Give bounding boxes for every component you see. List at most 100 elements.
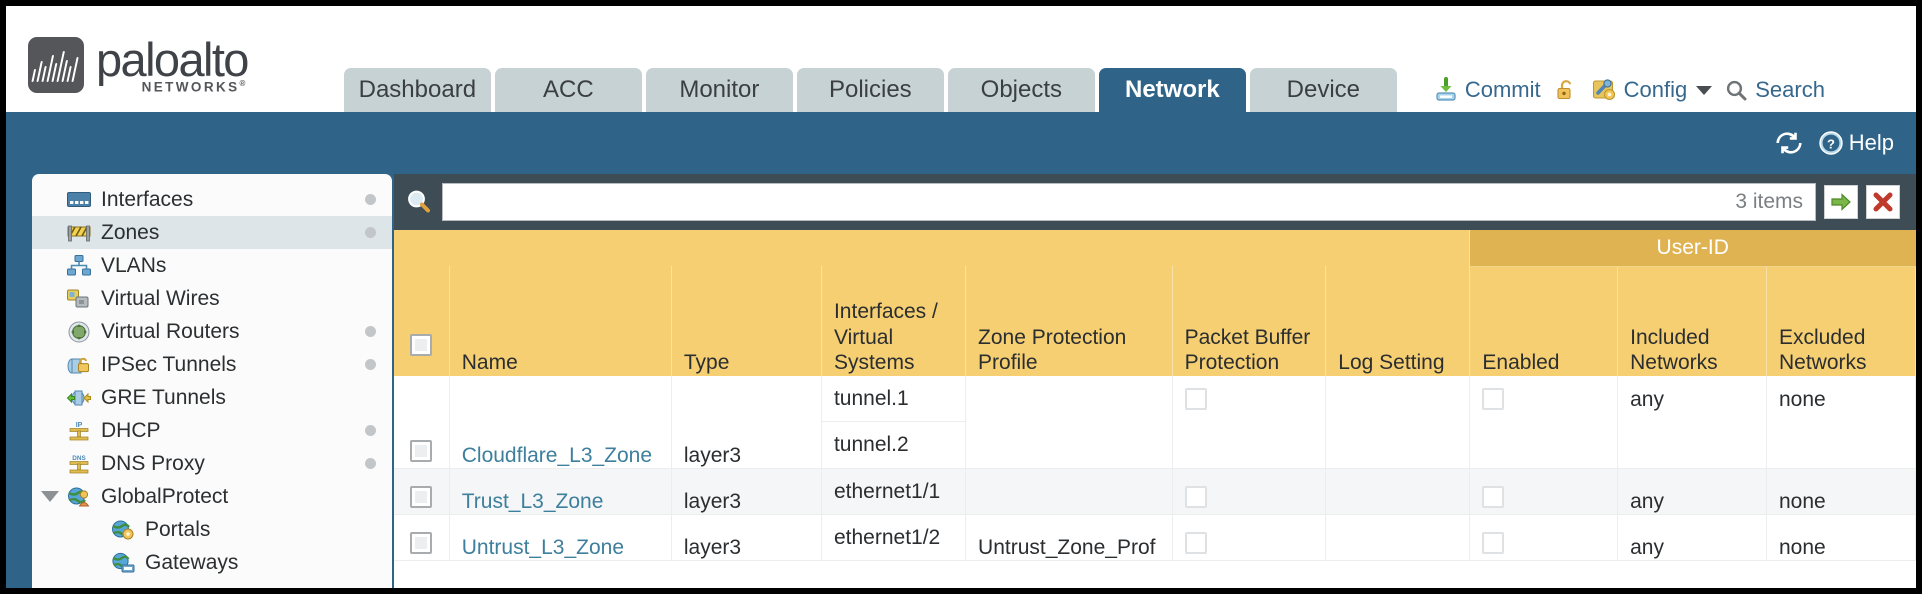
- sidebar-item-gre-tunnels[interactable]: GRE Tunnels: [32, 381, 392, 414]
- cell-name[interactable]: Trust_L3_Zone: [449, 468, 672, 515]
- unlock-icon[interactable]: [1553, 77, 1579, 103]
- cell-excluded-networks: none: [1766, 514, 1916, 561]
- help-icon: ?: [1819, 131, 1843, 155]
- svg-text:?: ?: [1827, 136, 1835, 151]
- sidebar-item-dns-proxy[interactable]: DNS DNS Proxy: [32, 447, 392, 480]
- tab-objects-label: Objects: [980, 76, 1063, 103]
- table-row[interactable]: Cloudflare_L3_Zone layer3 tunnel.1 tunne…: [394, 376, 1916, 469]
- tab-monitor-label: Monitor: [679, 76, 760, 103]
- column-header-included-networks[interactable]: Included Networks: [1617, 266, 1767, 376]
- filter-search-icon[interactable]: [404, 187, 434, 217]
- sidebar-item-interfaces[interactable]: Interfaces: [32, 183, 392, 216]
- paloalto-logo-icon: [28, 37, 84, 93]
- cell-packet-buffer-protection[interactable]: [1172, 376, 1327, 469]
- tab-acc[interactable]: ACC: [494, 68, 642, 112]
- column-header-log-setting[interactable]: Log Setting: [1325, 266, 1471, 376]
- interface-entry: ethernet1/1: [833, 479, 941, 503]
- row-select-cell[interactable]: [394, 514, 450, 561]
- sidebar-item-label: IPSec Tunnels: [101, 352, 237, 376]
- refresh-icon[interactable]: [1774, 130, 1804, 156]
- clear-filter-button[interactable]: [1866, 185, 1900, 219]
- column-header-enabled[interactable]: Enabled: [1469, 266, 1619, 376]
- header-actions: Commit Config: [1433, 77, 1825, 112]
- packet-buffer-protection-checkbox[interactable]: [1184, 532, 1207, 554]
- tab-acc-label: ACC: [543, 76, 594, 103]
- search-button[interactable]: Search: [1724, 77, 1825, 103]
- row-select-cell[interactable]: [394, 468, 450, 515]
- enabled-checkbox[interactable]: [1482, 486, 1505, 508]
- tab-policies[interactable]: Policies: [796, 68, 944, 112]
- search-input-wrapper[interactable]: 3 items: [442, 183, 1816, 221]
- user-id-group-header: User-ID: [1469, 230, 1916, 267]
- cell-packet-buffer-protection[interactable]: [1172, 514, 1327, 561]
- vlans-icon: [66, 255, 92, 277]
- chevron-down-icon: [1696, 85, 1713, 95]
- sidebar-navigation: Interfaces Zones VLANs Vir: [32, 174, 392, 588]
- cell-type: layer3: [671, 376, 822, 469]
- packet-buffer-protection-checkbox[interactable]: [1184, 388, 1207, 410]
- tab-dashboard[interactable]: Dashboard: [343, 68, 491, 112]
- zone-name-link[interactable]: Untrust_L3_Zone: [461, 536, 625, 559]
- enabled-checkbox[interactable]: [1482, 388, 1505, 410]
- sidebar-item-label: Virtual Wires: [101, 286, 220, 310]
- zone-name-link[interactable]: Trust_L3_Zone: [461, 490, 604, 513]
- ipsec-tunnels-icon: [66, 354, 92, 376]
- sidebar-item-virtual-wires[interactable]: Virtual Wires: [32, 282, 392, 315]
- column-header-packet-buffer-protection[interactable]: Packet Buffer Protection: [1172, 266, 1327, 376]
- zones-icon: [66, 222, 92, 244]
- row-checkbox[interactable]: [410, 440, 432, 462]
- sidebar-item-virtual-routers[interactable]: Virtual Routers: [32, 315, 392, 348]
- packet-buffer-protection-checkbox[interactable]: [1184, 486, 1207, 508]
- cell-zone-protection-profile: [965, 376, 1173, 469]
- tab-network[interactable]: Network: [1098, 68, 1246, 112]
- cell-enabled[interactable]: [1469, 514, 1619, 561]
- sidebar-item-portals[interactable]: Portals: [32, 513, 392, 546]
- search-input[interactable]: [455, 190, 1726, 214]
- table-row[interactable]: Trust_L3_Zone layer3 ethernet1/1: [394, 468, 1916, 515]
- sidebar-item-gateways[interactable]: Gateways: [32, 546, 392, 579]
- column-header-interfaces[interactable]: Interfaces / Virtual Systems: [821, 266, 967, 376]
- select-all-header[interactable]: [394, 266, 450, 376]
- table-row[interactable]: Untrust_L3_Zone layer3 ethernet1/2 Untru…: [394, 514, 1916, 561]
- help-link[interactable]: ? Help: [1818, 130, 1894, 156]
- cell-zone-protection-profile: [965, 468, 1173, 515]
- cell-enabled[interactable]: [1469, 468, 1619, 515]
- cell-included-networks: any: [1617, 468, 1767, 515]
- sidebar-item-vlans[interactable]: VLANs: [32, 249, 392, 282]
- enabled-checkbox[interactable]: [1482, 532, 1505, 554]
- column-header-name[interactable]: Name: [449, 266, 672, 376]
- item-count-label: 3 items: [1735, 190, 1803, 213]
- tab-device[interactable]: Device: [1249, 68, 1397, 112]
- column-header-type[interactable]: Type: [671, 266, 822, 376]
- sidebar-item-label: GRE Tunnels: [101, 385, 226, 409]
- status-dot: [365, 194, 376, 205]
- tab-objects[interactable]: Objects: [947, 68, 1095, 112]
- config-menu[interactable]: Config: [1591, 77, 1713, 103]
- sidebar-item-label: Interfaces: [101, 187, 194, 211]
- apply-filter-button[interactable]: [1824, 185, 1858, 219]
- cell-name[interactable]: Cloudflare_L3_Zone: [449, 376, 672, 469]
- cell-zone-protection-profile: Untrust_Zone_Prof: [965, 514, 1173, 561]
- search-label: Search: [1755, 77, 1825, 102]
- cell-interfaces: tunnel.1 tunnel.2: [821, 376, 967, 469]
- zone-name-link[interactable]: Cloudflare_L3_Zone: [461, 444, 653, 467]
- cell-included-networks: any: [1617, 514, 1767, 561]
- sidebar-item-dhcp[interactable]: IP DHCP: [32, 414, 392, 447]
- column-header-excluded-networks[interactable]: Excluded Networks: [1766, 266, 1916, 376]
- sidebar-item-globalprotect[interactable]: GlobalProtect: [32, 480, 392, 513]
- cell-packet-buffer-protection[interactable]: [1172, 468, 1327, 515]
- row-select-cell[interactable]: [394, 376, 450, 469]
- sidebar-item-zones[interactable]: Zones: [32, 216, 392, 249]
- select-all-checkbox[interactable]: [410, 334, 432, 357]
- column-header-zone-protection-profile[interactable]: Zone Protection Profile: [965, 266, 1173, 376]
- tab-monitor[interactable]: Monitor: [645, 68, 793, 112]
- cell-enabled[interactable]: [1469, 376, 1619, 469]
- commit-button[interactable]: Commit: [1433, 77, 1541, 103]
- status-dot: [365, 359, 376, 370]
- sidebar-item-ipsec-tunnels[interactable]: IPSec Tunnels: [32, 348, 392, 381]
- row-checkbox[interactable]: [410, 532, 432, 554]
- row-checkbox[interactable]: [410, 486, 432, 508]
- brand-name: paloalto: [96, 33, 249, 86]
- chevron-down-icon[interactable]: [41, 491, 59, 502]
- cell-name[interactable]: Untrust_L3_Zone: [449, 514, 672, 561]
